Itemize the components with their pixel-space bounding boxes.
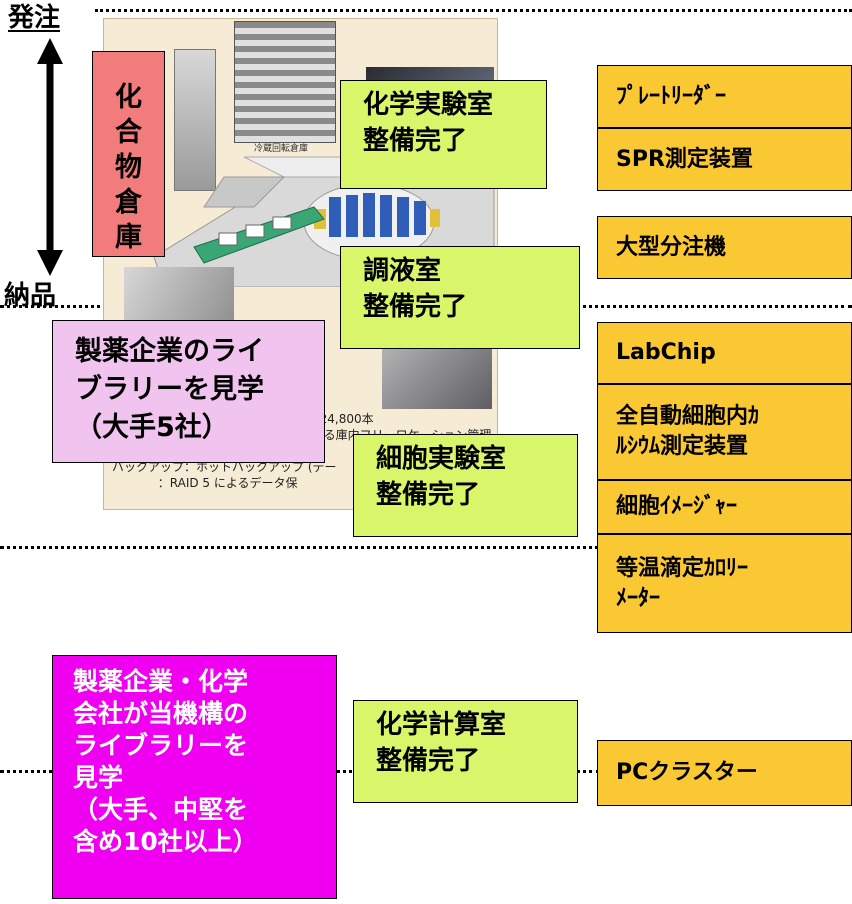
equipment-labchip: LabChip xyxy=(597,322,852,384)
equipment-imager: 細胞ｲﾒｰｼﾞｬｰ xyxy=(597,480,852,534)
equipment-pc-cluster: PCクラスター xyxy=(597,740,852,806)
photo-caption-specs: 保 存 温 度：4℃ バックアップ：ホットバックアップ (デー ：RAID 5 … xyxy=(112,444,337,490)
rack-photo-left xyxy=(174,49,216,191)
equipment-calcium: 全自動細胞内ｶ ﾙｼｳﾑ測定装置 xyxy=(597,384,852,480)
storage-photo xyxy=(234,21,336,143)
companies-library-visit: 製薬企業・化学 会社が当機構の ライブラリーを 見学 （大手、中堅を 含め10社… xyxy=(52,655,337,899)
chemistry-lab-milestone: 化学実験室 整備完了 xyxy=(340,80,547,189)
separator-top xyxy=(95,9,852,12)
equipment-calorimeter: 等温滴定ｶﾛﾘｰ ﾒｰﾀｰ xyxy=(597,534,852,633)
equipment-dispenser: 大型分注機 xyxy=(597,216,852,279)
order-to-delivery-arrow xyxy=(37,38,63,276)
order-label: 発注 xyxy=(8,3,61,33)
compound-warehouse-box: 化 合 物 倉 庫 xyxy=(92,51,165,257)
equipment-spr: SPR測定装置 xyxy=(597,128,852,191)
computation-room-milestone: 化学計算室 整備完了 xyxy=(353,700,578,803)
preparation-room-milestone: 調液室 整備完了 xyxy=(340,246,580,349)
storage-photo-caption: 冷蔵回転倉庫 xyxy=(254,144,309,154)
pharma-library-visit: 製薬企業のライ ブラリーを見学 （大手5社） xyxy=(52,320,325,463)
separator-middle xyxy=(0,546,852,549)
delivery-label: 納品 xyxy=(4,281,57,311)
cell-lab-milestone: 細胞実験室 整備完了 xyxy=(353,434,578,537)
equipment-plate-reader: ﾌﾟﾚｰﾄﾘｰﾀﾞｰ xyxy=(597,65,852,128)
compound-warehouse-label: 化 合 物 倉 庫 xyxy=(115,82,142,253)
